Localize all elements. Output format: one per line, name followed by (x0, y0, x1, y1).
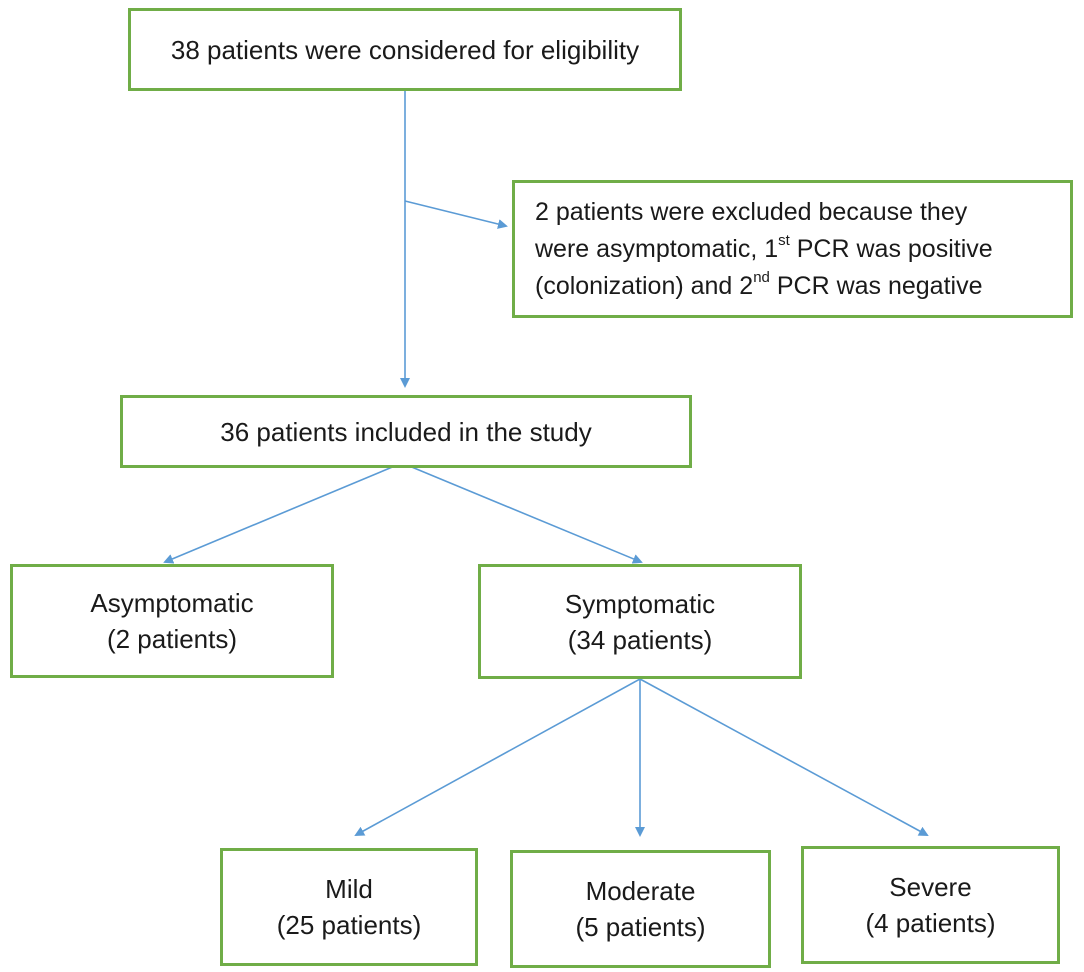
asymptomatic-box: Asymptomatic (2 patients) (10, 564, 334, 678)
asymptomatic-label: Asymptomatic (90, 588, 254, 618)
mild-label: Mild (325, 874, 373, 904)
connector-to-excluded (404, 200, 508, 229)
eligibility-text: 38 patients were considered for eligibil… (170, 34, 640, 65)
moderate-box: Moderate (5 patients) (510, 850, 771, 968)
excluded-line-3-rest: PCR was negative (769, 271, 983, 300)
excluded-line-2-rest: PCR was positive (789, 234, 993, 263)
excluded-line-2: were asymptomatic, 1st PCR was positive (535, 231, 993, 268)
connector-symptomatic-to-severe (639, 678, 929, 836)
severe-label: Severe (889, 872, 972, 902)
excluded-line-3-sup: nd (753, 269, 770, 287)
asymptomatic-count: (2 patients) (106, 624, 238, 654)
symptomatic-label: Symptomatic (564, 588, 716, 619)
moderate-count: (5 patients) (575, 912, 706, 942)
symptomatic-box: Symptomatic (34 patients) (478, 564, 802, 679)
excluded-line-3: (colonization) and 2nd PCR was negative (535, 268, 993, 305)
mild-box: Mild (25 patients) (220, 848, 478, 966)
connector-symptomatic-to-mild (354, 678, 641, 836)
included-box: 36 patients included in the study (120, 395, 692, 468)
excluded-line-1: 2 patients were excluded because they (535, 197, 968, 226)
excluded-box: 2 patients were excluded because they we… (512, 180, 1073, 318)
excluded-text: 2 patients were excluded because they we… (535, 194, 993, 305)
excluded-line-2-text: were asymptomatic, 1 (535, 234, 779, 263)
mild-count: (25 patients) (276, 910, 422, 940)
connector-included-to-symptomatic (401, 462, 643, 564)
connector-included-to-asymptomatic (163, 462, 403, 564)
included-text: 36 patients included in the study (220, 416, 592, 447)
moderate-label: Moderate (585, 876, 696, 906)
excluded-line-3-text: (colonization) and 2 (535, 271, 754, 300)
severe-count: (4 patients) (865, 908, 996, 938)
excluded-line-2-sup: st (778, 232, 790, 250)
severe-box: Severe (4 patients) (801, 846, 1060, 964)
eligibility-box: 38 patients were considered for eligibil… (128, 8, 682, 91)
symptomatic-count: (34 patients) (567, 624, 713, 655)
